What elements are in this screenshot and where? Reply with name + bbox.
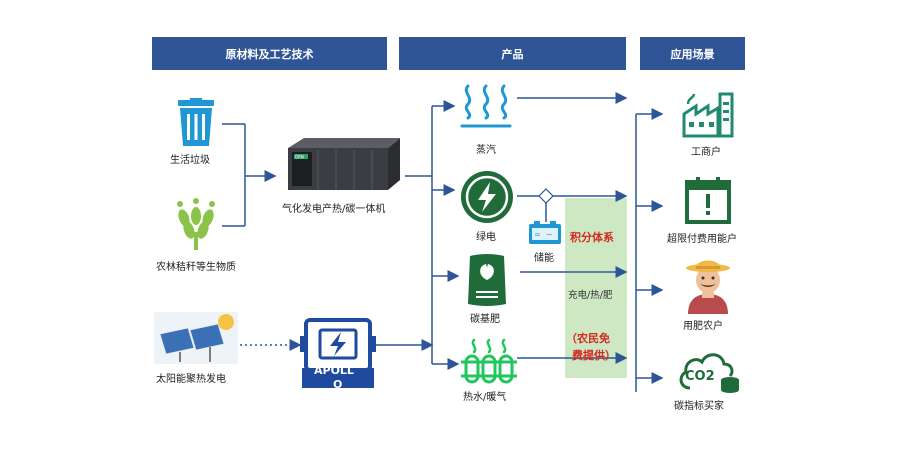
product-hot-water-label: 热水/暖气 [463, 392, 507, 403]
farmer-icon [684, 254, 732, 318]
scenario-carbon-buyer-label: 碳指标买家 [674, 401, 724, 412]
fertilizer-bag-icon [466, 252, 508, 312]
apollo-machine-icon [298, 316, 378, 394]
solar-panel-icon [154, 312, 238, 368]
header-scenarios-label: 应用场景 [670, 47, 715, 61]
factory-icon [680, 90, 736, 144]
product-storage-label: 储能 [534, 253, 554, 264]
steam-icon [458, 82, 514, 136]
points-system-box [565, 198, 627, 378]
header-scenarios: 应用场景 [640, 37, 745, 70]
points-exchange: 充电/热/肥 [568, 290, 613, 301]
input-waste-label: 生活垃圾 [170, 155, 210, 166]
heater-icon [460, 338, 518, 390]
gasifier-label: 气化发电产热/碳一体机 [282, 204, 386, 215]
header-tech: 原材料及工艺技术 [152, 37, 387, 70]
wheat-icon [168, 196, 224, 256]
apollo-label-1: APOLL [314, 364, 354, 377]
scenario-ultra-pay-label: 超限付费用能户 [667, 234, 737, 245]
gasifier-screen-text: GRN [295, 155, 304, 160]
points-free-line2: 费提供） [572, 349, 616, 362]
product-steam-label: 蒸汽 [476, 145, 496, 156]
svg-text:=: = [534, 230, 541, 239]
input-biomass-label: 农林秸秆等生物质 [156, 262, 236, 273]
header-tech-label: 原材料及工艺技术 [225, 47, 314, 61]
trash-bin-icon [173, 98, 219, 152]
points-title: 积分体系 [570, 231, 614, 244]
points-free-line1: （农民免 [566, 332, 610, 345]
header-products: 产品 [399, 37, 626, 70]
svg-text:~: ~ [546, 230, 553, 239]
co2-text: CO2 [685, 369, 715, 384]
apollo-label-2: O [333, 378, 343, 391]
calendar-alert-icon [684, 176, 732, 228]
product-carbon-fertilizer-label: 碳基肥 [470, 314, 500, 325]
co2-cloud-icon: CO2 [676, 348, 742, 398]
header-products-label: 产品 [501, 47, 524, 61]
lightning-icon [460, 170, 514, 228]
battery-icon: = ~ [528, 220, 562, 250]
scenario-farmer-label: 用肥农户 [683, 321, 723, 332]
scenario-industrial-label: 工商户 [691, 147, 721, 158]
gasifier-machine-icon: GRN [284, 134, 404, 198]
product-green-power-label: 绿电 [476, 232, 496, 243]
input-solar-label: 太阳能聚热发电 [156, 374, 226, 385]
